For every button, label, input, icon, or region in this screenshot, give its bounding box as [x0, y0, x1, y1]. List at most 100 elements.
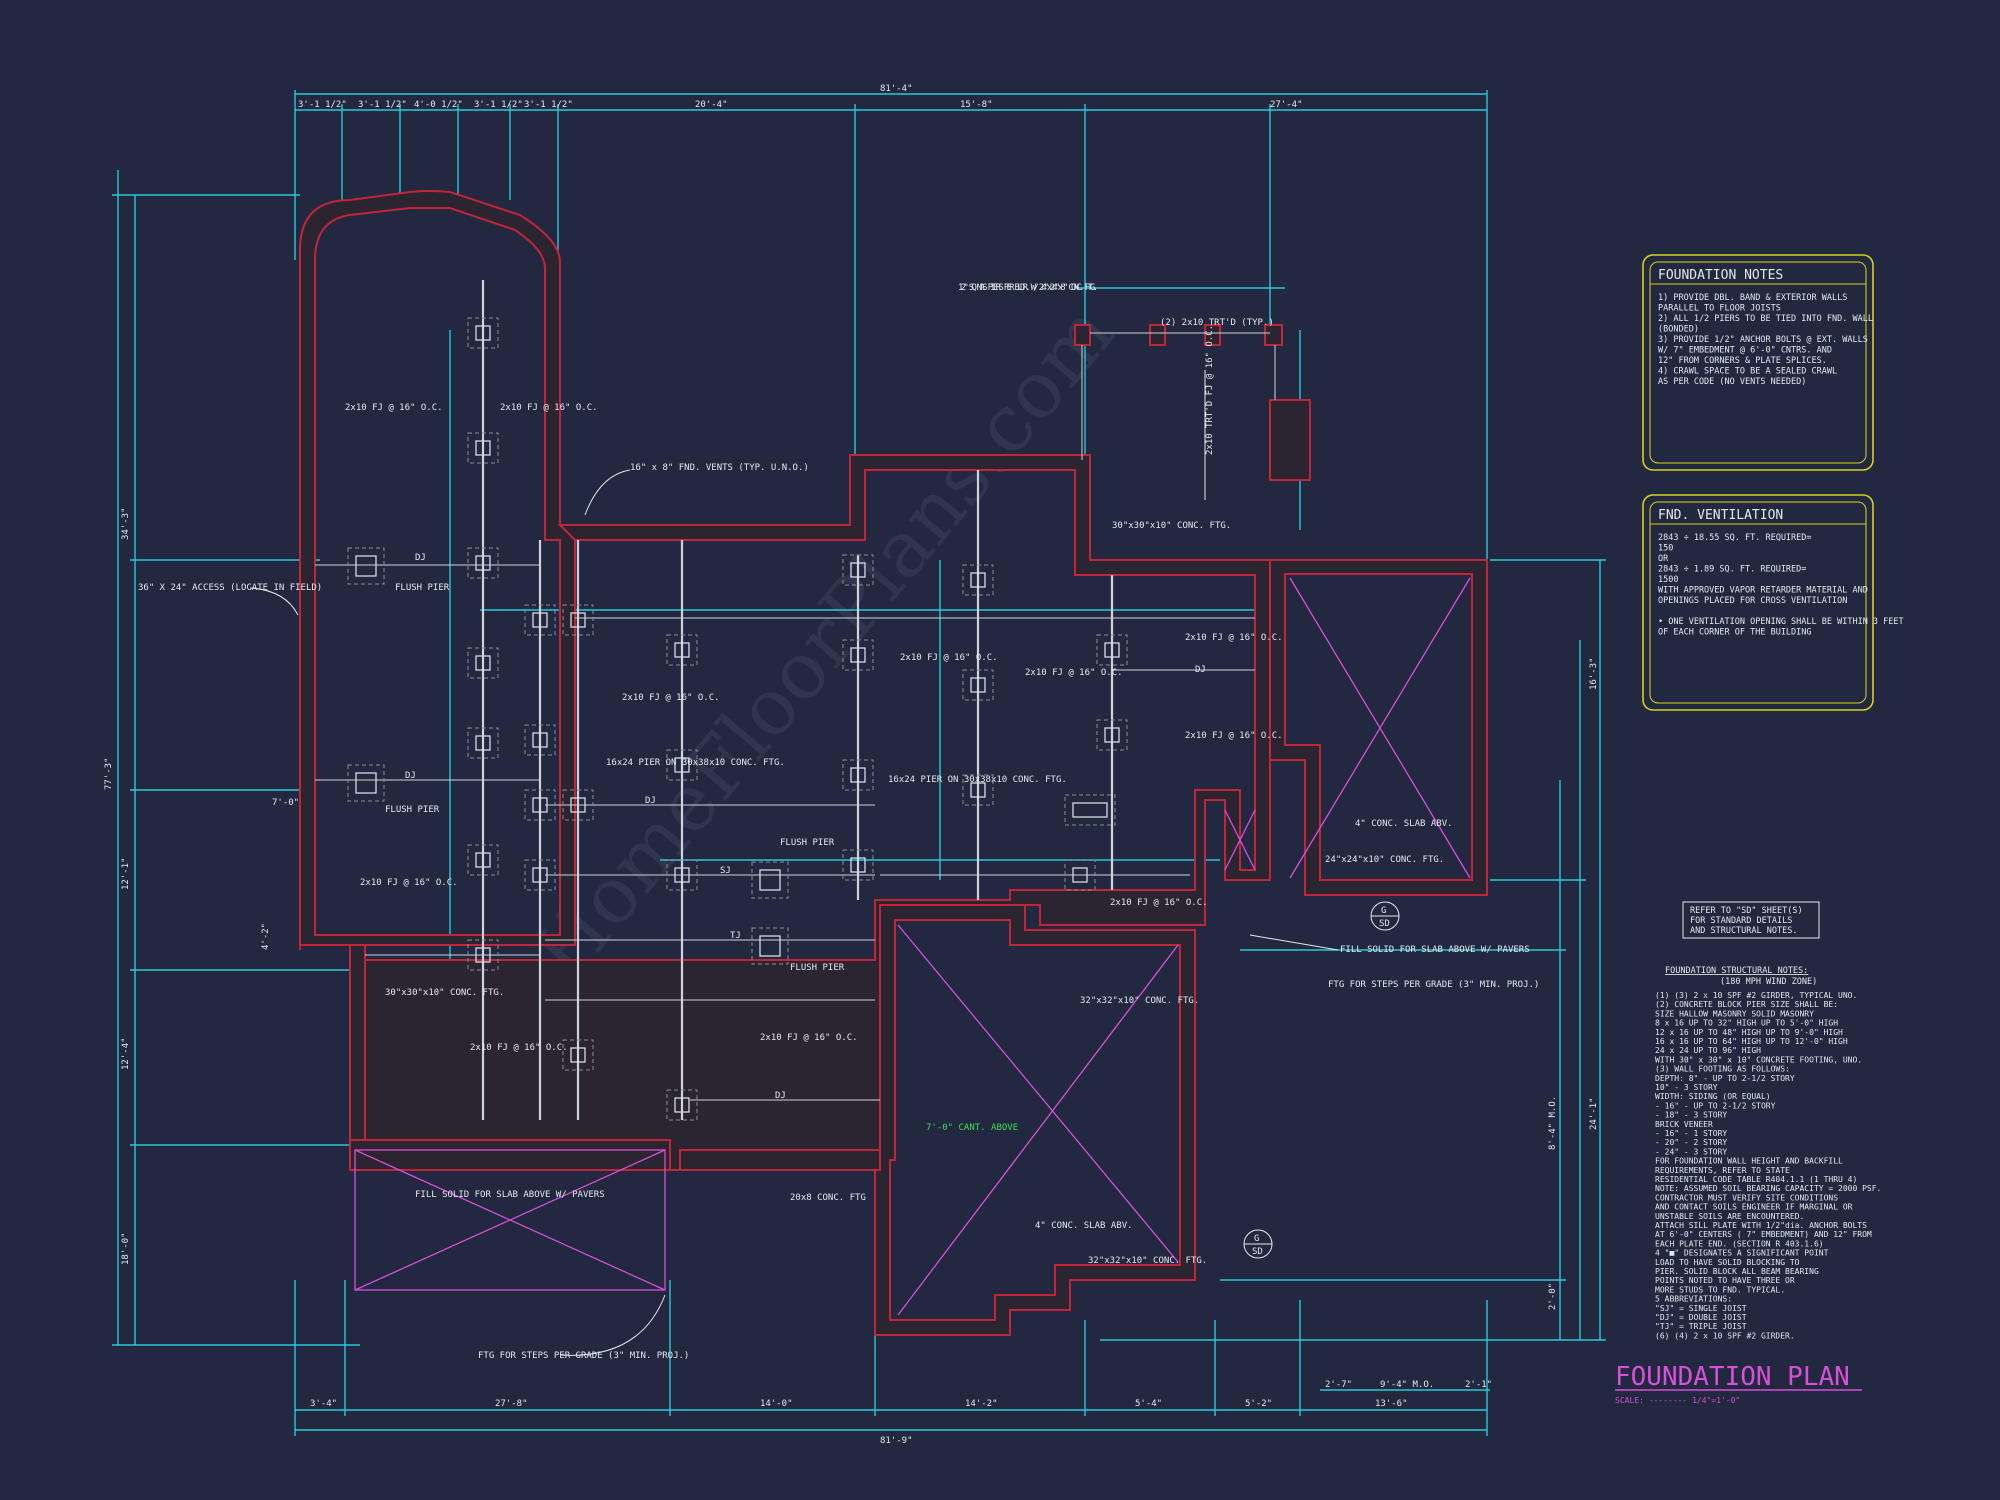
plan-title: FOUNDATION PLAN: [1615, 1362, 1850, 1392]
structural-notes-subtitle: (180 MPH WIND ZONE): [1720, 977, 1817, 987]
pier: [562, 1039, 594, 1071]
joist-label: 2x10 FJ @ 16" O.C.: [622, 693, 720, 703]
notes-border-inner: [1649, 261, 1867, 464]
pier: [842, 759, 874, 791]
pier: [467, 844, 499, 876]
wall-left-lower: [349, 944, 366, 1141]
leader: [584, 469, 631, 516]
structural-note-line: (3) WALL FOOTING AS FOLLOWS:: [1655, 1065, 1790, 1074]
joist-label-tj: TJ: [730, 931, 741, 941]
pier: [524, 859, 556, 891]
ventilation-line: OF EACH CORNER OF THE BUILDING: [1658, 628, 1812, 638]
pier: [842, 554, 874, 586]
leader: [559, 1294, 666, 1356]
pier: [962, 669, 994, 701]
callout-pier-16x24-2: 16x24 PIER ON 30x38x10 CONC. FTG.: [888, 775, 1067, 785]
wall-garage: [1269, 559, 1488, 896]
structural-note-line: AT 6'-0" CENTERS ( 7" EMBEDMENT) AND 12"…: [1655, 1230, 1872, 1239]
refer-note-line: REFER TO "SD" SHEET(S): [1690, 906, 1803, 916]
flush-pier: [751, 927, 789, 965]
ventilation-line: 150: [1658, 544, 1673, 554]
structural-notes-lines: (1) (3) 2 x 10 SPF #2 GIRDER, TYPICAL UN…: [1655, 991, 1881, 1340]
structural-note-line: AND CONTACT SOILS ENGINEER IF MARGINAL O…: [1655, 1203, 1853, 1212]
ventilation-lines: 2843 ÷ 18.55 SQ. FT. REQUIRED=150 OR2843…: [1658, 533, 1904, 638]
wall-left-bay: [299, 190, 576, 950]
callout-20x8-ftg: 20x8 CONC. FTG: [790, 1193, 866, 1203]
structural-note-line: PIER. SOLID BLOCK ALL BEAM BEARING: [1655, 1267, 1819, 1276]
callout-ftg-steps-1: FTG FOR STEPS PER GRADE (3" MIN. PROJ.): [1328, 980, 1539, 990]
callout-fill-solid-2: FILL SOLID FOR SLAB ABOVE W/ PAVERS: [415, 1190, 605, 1200]
foundation-note-line: 1) PROVIDE DBL. BAND & EXTERIOR WALLS: [1658, 293, 1847, 303]
wall-bottom-left: [349, 1139, 671, 1171]
title-block: FOUNDATION PLAN SCALE: -------- 1/4"=1'-…: [1615, 1362, 1862, 1405]
callout-conc-ftg-1: 30"x30"x10" CONC. FTG.: [385, 988, 504, 998]
slab-diagonal: [354, 1149, 666, 1291]
wall-porch-pier: [1269, 399, 1311, 481]
refer-note-line: AND STRUCTURAL NOTES.: [1690, 926, 1797, 936]
structural-note-line: - 18" - 3 STORY: [1655, 1111, 1727, 1120]
dim-right-text: 24'-1": [1589, 1097, 1599, 1130]
structural-notes-title: FOUNDATION STRUCTURAL NOTES:: [1665, 966, 1808, 976]
foundation-note-line: 4) CRAWL SPACE TO BE A SEALED CRAWL: [1658, 367, 1837, 377]
pier: [467, 727, 499, 759]
joist-label-dj: DJ: [415, 553, 426, 563]
pier: [467, 317, 499, 349]
dim-bottom-text: 13'-6": [1375, 1399, 1408, 1409]
callout-fnd-vents: 16" x 8" FND. VENTS (TYP. U.N.O.): [630, 463, 809, 473]
structural-note-line: WITH 30" x 30" x 10" CONCRETE FOOTING, U…: [1655, 1055, 1862, 1064]
structural-note-line: UNSTABLE SOILS ARE ENCOUNTERED.: [1655, 1212, 1804, 1221]
pier: [1064, 794, 1116, 826]
dim-bottom-text: 14'-2": [965, 1399, 998, 1409]
joist-label: 2x10 FJ @ 16" O.C.: [470, 1043, 568, 1053]
joist-label: 2x10 FJ @ 16" O.C.: [500, 403, 598, 413]
ventilation-line: 1500: [1658, 575, 1678, 585]
foundation-note-line: AS PER CODE (NO VENTS NEEDED): [1658, 377, 1806, 387]
callout-conc-ftg-24: 24"x24"x10" CONC. FTG.: [1325, 855, 1444, 865]
dim-left-text: 12'-4": [121, 1037, 131, 1070]
section-tag: G SD: [1243, 1229, 1273, 1259]
foundation-note-line: 2) ALL 1/2 PIERS TO BE TIED INTO FND. WA…: [1658, 314, 1873, 324]
joist-labels: 2x10 FJ @ 16" O.C. 2x10 FJ @ 16" O.C. 2x…: [345, 403, 1283, 1101]
ventilation-line: OR: [1658, 554, 1669, 564]
pier: [524, 604, 556, 636]
structural-note-line: - 16" - UP TO 2-1/2 STORY: [1655, 1101, 1776, 1110]
plan-scale: SCALE: -------- 1/4"=1'-0": [1615, 1396, 1740, 1405]
ventilation-title: FND. VENTILATION: [1658, 508, 1783, 523]
callout-ftg-steps-2: FTG FOR STEPS PER GRADE (3" MIN. PROJ.): [478, 1351, 689, 1361]
foundation-notes-lines: 1) PROVIDE DBL. BAND & EXTERIOR WALLS PA…: [1658, 293, 1873, 387]
joist-label: 2x10 FJ @ 16" O.C.: [1185, 633, 1283, 643]
structural-note-line: (2) CONCRETE BLOCK PIER SIZE SHALL BE:: [1655, 1000, 1838, 1009]
structural-note-line: - 16" - 1 STORY: [1655, 1129, 1727, 1138]
structural-note-line: "DJ" = DOUBLE JOIST: [1655, 1313, 1747, 1322]
dim-left-text: 77'-3": [104, 757, 114, 790]
callout-flush-pier-1: FLUSH PIER: [395, 583, 450, 593]
structural-note-line: MORE STUDS TO FND. TYPICAL.: [1655, 1285, 1785, 1294]
dimension-lines: [112, 90, 1606, 1436]
joist-label: 2x10 FJ @ 16" O.C.: [900, 653, 998, 663]
dim-right-text: 16'-3": [1589, 657, 1599, 690]
refer-note-border: [1682, 901, 1820, 939]
pier: [962, 564, 994, 596]
foundation-note-line: PARALLEL TO FLOOR JOISTS: [1658, 304, 1781, 314]
dim-bottom-text: 5'-4": [1135, 1399, 1162, 1409]
structural-note-line: SIZE HALLOW MASONRY SOLID MASONRY: [1655, 1009, 1814, 1018]
structural-note-line: RESIDENTIAL CODE TABLE R404.1.1 (1 THRU …: [1655, 1175, 1857, 1184]
joist-label: 2x10 FJ @ 16" O.C.: [1110, 898, 1208, 908]
structural-note-line: 4 "■" DESIGNATES A SIGNIFICANT POINT: [1655, 1249, 1829, 1258]
slab-diagonal: [897, 944, 1179, 1316]
structural-note-line: 10" - 3 STORY: [1655, 1083, 1718, 1092]
structural-note-line: WIDTH: SIDING (OR EQUAL): [1655, 1092, 1771, 1101]
joist-label-dj: DJ: [775, 1091, 786, 1101]
piers: [347, 317, 1128, 1121]
ventilation-line: • ONE VENTILATION OPENING SHALL BE WITHI…: [1658, 617, 1904, 627]
foundation-notes-panel: FOUNDATION NOTES 1) PROVIDE DBL. BAND & …: [1642, 254, 1874, 471]
dim-bottom-text: 27'-8": [495, 1399, 528, 1409]
dim-right-text: 2'-1": [1465, 1380, 1492, 1390]
pier: [842, 639, 874, 671]
joist-label: 2x10 FJ @ 16" O.C.: [1185, 731, 1283, 741]
dimension-text: 81'-4" 3'-1 1/2" 3'-1 1/2" 4'-0 1/2" 3'-…: [104, 84, 1599, 1446]
dim-left-text: 7'-0": [272, 798, 299, 808]
callout-conc-ftg-32-1: 32"x32"x10" CONC. FTG.: [1080, 996, 1199, 1006]
structural-note-line: (1) (3) 2 x 10 SPF #2 GIRDER, TYPICAL UN…: [1655, 991, 1857, 1000]
